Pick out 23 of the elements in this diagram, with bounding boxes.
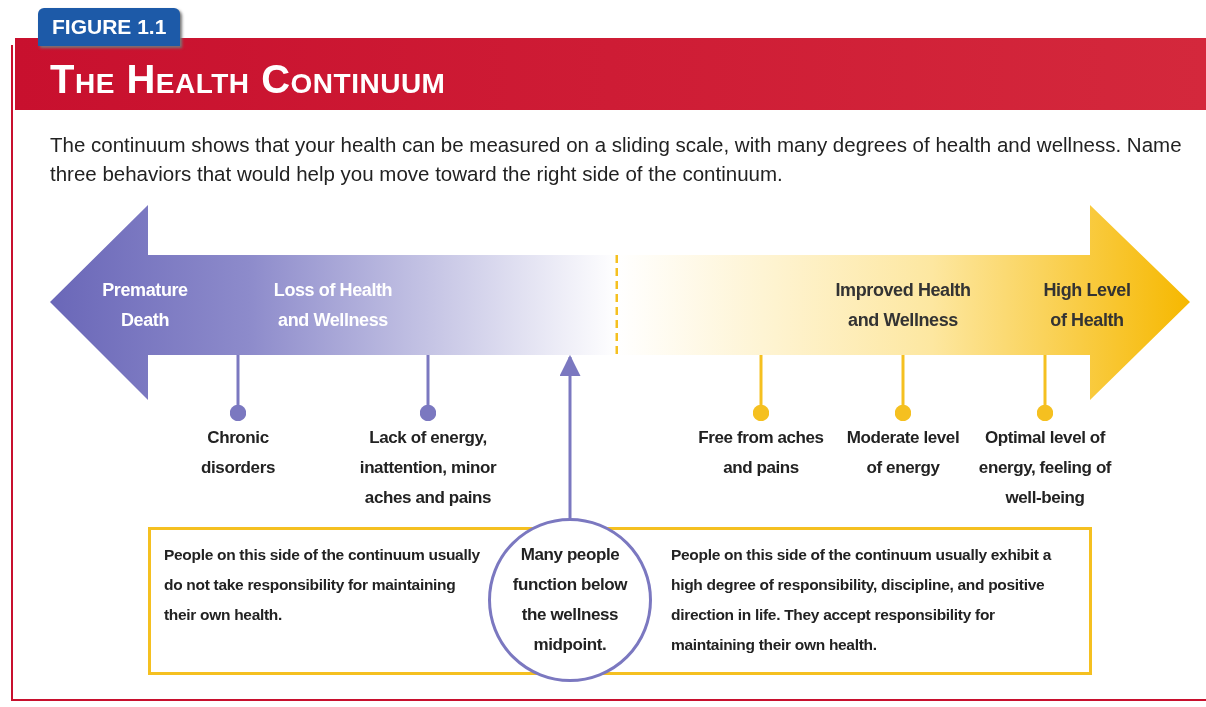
descriptor-text: Free from aches and pains — [686, 423, 836, 483]
descriptor-text: Optimal level of energy, feeling of well-being — [975, 423, 1115, 513]
descriptor-text: Moderate level of energy — [843, 423, 963, 483]
leader-line — [229, 355, 247, 422]
gradient-arrow — [50, 205, 618, 400]
leader-line — [752, 355, 770, 422]
leader-line — [1036, 355, 1054, 422]
title: The Health Continuum — [50, 56, 446, 102]
note-text: People on this side of the continuum usually exhibit a high degree of responsibility, discipline, and positive direction in life. They accept responsibility for maintaining their own health. — [671, 545, 1053, 655]
descriptor-text: Lack of energy, inattention, minor aches and pains — [343, 423, 513, 513]
note-box — [148, 527, 1092, 675]
descriptor-text: Chronic disorders — [188, 423, 288, 483]
note-text: People on this side of the continuum usually do not take responsibility for maintaining their own health. — [164, 545, 481, 625]
arrow-label: High Level of Health — [1042, 279, 1132, 332]
leader-line — [894, 355, 912, 422]
intro-text: The continuum shows that your health can be measured on a sliding scale, with many degrees of health and wellness. Name three behaviors that would help you move toward the right side of the continuum. — [50, 132, 1183, 187]
arrow-label: Improved Health and Wellness — [834, 279, 972, 332]
arrow — [559, 354, 581, 518]
callout-circle: Many people function below the wellness midpoint. — [488, 518, 652, 682]
leader-line — [419, 355, 437, 422]
arrow-label: Loss of Health and Wellness — [272, 279, 394, 332]
figure-tab: FIGURE 1.1 — [38, 8, 181, 46]
arrow-label: Premature Death — [101, 279, 189, 332]
